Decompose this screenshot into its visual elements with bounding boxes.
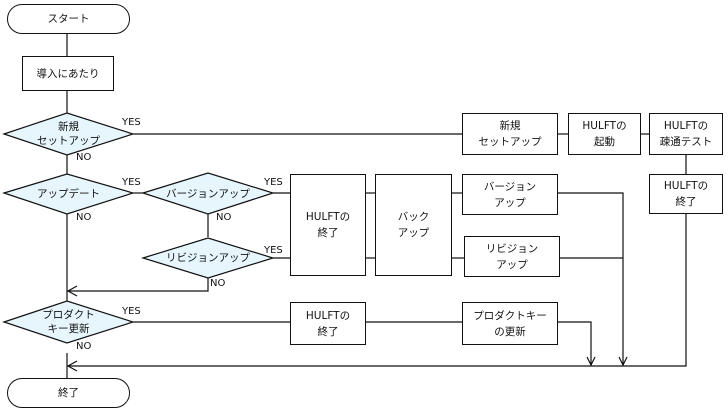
process-key-update-label: プロダクトキー の更新 bbox=[473, 309, 547, 338]
process-new-setup[interactable]: 新規 セットアップ bbox=[462, 113, 558, 155]
label-update-yes: YES bbox=[122, 177, 141, 188]
arrowhead-left-291 bbox=[66, 285, 78, 297]
decision-version-up[interactable]: バージョンアップ bbox=[143, 173, 273, 214]
process-new-setup-label: 新規 セットアップ bbox=[478, 120, 542, 148]
label-version-yes: YES bbox=[264, 177, 283, 188]
process-hulft-stop-key[interactable]: HULFTの 終了 bbox=[290, 302, 366, 345]
label-new-yes: YES bbox=[122, 117, 141, 128]
terminal-end[interactable]: 終了 bbox=[7, 378, 130, 408]
process-hulft-start[interactable]: HULFTの 起動 bbox=[568, 113, 641, 155]
label-revision-yes: YES bbox=[264, 245, 283, 256]
decision-new-setup-label: 新規 セットアップ bbox=[37, 121, 100, 147]
process-version-up[interactable]: バージョン アップ bbox=[462, 174, 558, 215]
terminal-start-label: スタート bbox=[47, 13, 90, 25]
decision-revision-shape bbox=[140, 237, 276, 279]
process-revision-up-label: リビジョン アップ bbox=[485, 242, 539, 271]
decision-product-key-label: プロダクト キー更新 bbox=[42, 309, 95, 335]
decision-product-key[interactable]: プロダクト キー更新 bbox=[4, 301, 133, 343]
decision-revision-up[interactable]: リビジョンアップ bbox=[143, 238, 273, 278]
process-hulft-stop-update-label: HULFTの 終了 bbox=[305, 211, 351, 239]
decision-new-setup-shape bbox=[2, 112, 135, 156]
process-hulft-stop-new[interactable]: HULFTの 終了 bbox=[649, 174, 723, 214]
decision-update-label: アップデート bbox=[37, 188, 100, 200]
label-version-no: NO bbox=[216, 212, 232, 223]
process-hulft-stop-update[interactable]: HULFTの 終了 bbox=[290, 174, 366, 276]
connectors bbox=[66, 34, 687, 378]
process-hulft-start-label: HULFTの 起動 bbox=[582, 120, 627, 148]
arrowhead-left-366 bbox=[66, 360, 78, 372]
process-hulft-test-label: HULFTの 疎通テスト bbox=[659, 120, 713, 148]
process-hulft-stop-key-label: HULFTの 終了 bbox=[305, 309, 351, 338]
edge-stop-end bbox=[67, 214, 687, 367]
label-key-yes: YES bbox=[122, 306, 141, 317]
process-version-up-label: バージョン アップ bbox=[483, 180, 537, 209]
edge-revision-no bbox=[67, 278, 209, 292]
process-key-update[interactable]: プロダクトキー の更新 bbox=[462, 302, 558, 345]
process-intro-label: 導入にあたり bbox=[36, 67, 100, 80]
process-backup[interactable]: バック アップ bbox=[375, 174, 452, 276]
process-revision-up[interactable]: リビジョン アップ bbox=[464, 236, 560, 277]
decision-key-shape bbox=[2, 300, 135, 344]
process-backup-label: バック アップ bbox=[397, 211, 430, 239]
edge-key-down bbox=[558, 321, 592, 366]
process-intro[interactable]: 導入にあたり bbox=[22, 56, 114, 91]
label-update-no: NO bbox=[76, 212, 92, 223]
label-key-no: NO bbox=[76, 341, 92, 352]
process-hulft-stop-new-label: HULFTの 終了 bbox=[663, 180, 709, 208]
decision-update-shape bbox=[2, 173, 136, 215]
decision-version-up-label: バージョンアップ bbox=[166, 187, 250, 200]
arrowhead-down-623 bbox=[618, 356, 628, 367]
decision-update[interactable]: アップデート bbox=[4, 174, 133, 214]
label-new-no: NO bbox=[76, 152, 92, 163]
decision-revision-up-label: リビジョンアップ bbox=[166, 252, 250, 264]
decision-version-shape bbox=[141, 172, 275, 215]
arrowhead-down-591 bbox=[586, 356, 596, 367]
terminal-start[interactable]: スタート bbox=[7, 4, 130, 34]
decision-shapes bbox=[2, 112, 276, 344]
edge-version-down bbox=[558, 192, 624, 366]
terminal-end-label: 終了 bbox=[58, 387, 79, 399]
decision-new-setup[interactable]: 新規 セットアップ bbox=[4, 113, 133, 155]
process-hulft-test[interactable]: HULFTの 疎通テスト bbox=[649, 113, 723, 155]
label-revision-no: NO bbox=[210, 278, 226, 289]
